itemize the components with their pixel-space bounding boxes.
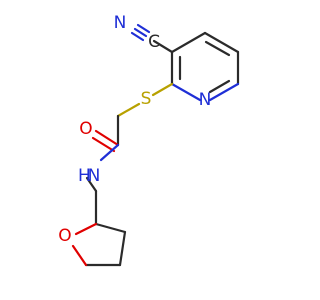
nitrile-nitrogen-label: N xyxy=(114,13,127,33)
tetrahydrofuran-oxygen-label: O xyxy=(58,226,71,246)
pyridine-bond-n-c2 xyxy=(170,82,202,102)
thf-bond-c3-c4 xyxy=(118,230,127,267)
chemical-structure-diagram: N C S N O N H O xyxy=(58,13,240,267)
thf-bond-c2-c3 xyxy=(94,222,127,234)
carbonyl-double-bond-b xyxy=(91,136,116,153)
cyano-bond-c3-c xyxy=(152,39,174,54)
pyridine-nitrogen-label: N xyxy=(199,90,212,110)
carbonyl-oxygen-label: O xyxy=(79,119,92,139)
amide-n-methylene xyxy=(85,176,98,193)
carbonyl-double-bond-a xyxy=(94,129,120,147)
pyridine-bond-c3-c4 xyxy=(170,31,207,54)
cyano-triple-bond-1 xyxy=(133,27,148,38)
amide-nitrogen-label: N xyxy=(88,166,101,186)
amide-hydrogen-label: H xyxy=(78,166,91,186)
cyano-triple-bond-2 xyxy=(136,23,151,34)
thf-bond-o-c2 xyxy=(74,222,98,236)
cyano-triple-bond-3 xyxy=(130,31,145,42)
thf-bond-c5-o xyxy=(71,244,88,267)
sulfur-bond-methylene xyxy=(116,102,141,118)
amide-bond-c-n xyxy=(99,143,120,162)
pyridine-bond-c4-c5 xyxy=(203,31,240,54)
sulfur-bond-pyridine xyxy=(151,82,174,97)
pyridine-bond-c6-n xyxy=(208,82,240,102)
sulfur-label: S xyxy=(141,89,152,109)
pyridine-double-bond-c4-c5 xyxy=(204,40,231,57)
nitrile-carbon-label: C xyxy=(148,32,160,52)
pyridine-double-bond-c6-n xyxy=(208,79,231,94)
